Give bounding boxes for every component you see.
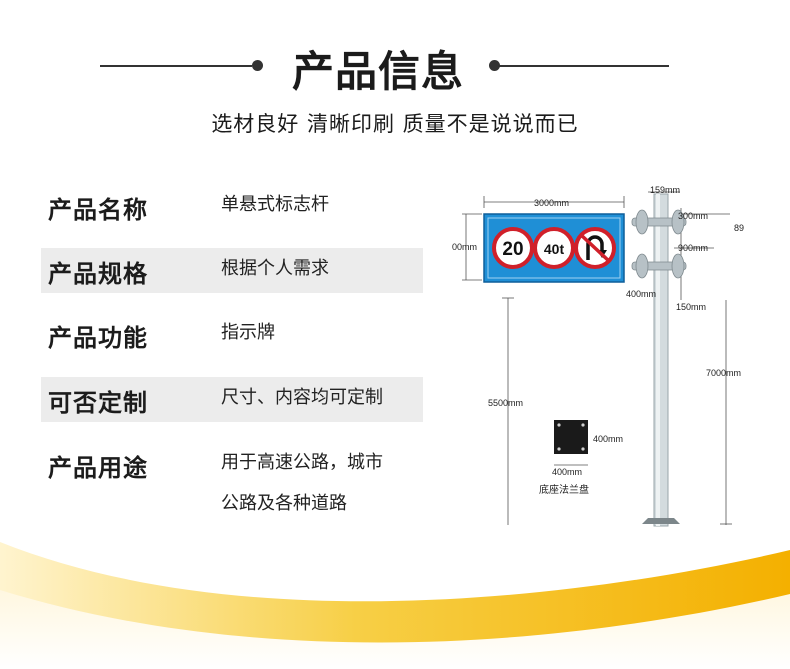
dim-arm-gap-label: 900mm xyxy=(678,243,708,253)
sign-border xyxy=(487,217,621,279)
dim-pole-top-label: 159mm xyxy=(650,185,680,195)
page-title: 产品信息 xyxy=(291,47,464,96)
sign-pole-diagram: 20 40t 3000mm 159mm 300mm 89 00mm 900mm … xyxy=(452,185,744,527)
weight-limit-label: 40t xyxy=(544,241,565,257)
prohibition-slash xyxy=(578,232,612,264)
spec-row-size: 产品规格 根据个人需求 xyxy=(41,248,423,293)
dim-clearance-label: 5500mm xyxy=(488,398,523,408)
spec-key: 产品用途 xyxy=(48,454,148,482)
spec-key: 产品功能 xyxy=(48,324,148,352)
spec-value: 根据个人需求 xyxy=(221,258,329,279)
dim-bracket-label: 400mm xyxy=(626,289,656,299)
bottom-wave xyxy=(0,542,790,669)
spec-value: 尺寸、内容均可定制 xyxy=(221,387,383,408)
spec-key: 产品名称 xyxy=(48,196,148,224)
dim-height-label: 00mm xyxy=(452,242,477,252)
spec-row-function: 产品功能 指示牌 xyxy=(41,312,423,357)
dim-width-label: 3000mm xyxy=(534,198,569,208)
title-row: 产品信息 xyxy=(0,36,790,96)
spec-row-name: 产品名称 单悬式标志杆 xyxy=(41,184,423,229)
dim-plate-w-label: 400mm xyxy=(552,467,582,477)
spec-value: 指示牌 xyxy=(221,322,275,343)
dim-bracket2-label: 150mm xyxy=(676,302,706,312)
dimension-lines xyxy=(462,191,732,525)
title-dot-left xyxy=(252,60,263,71)
flange-plate-label: 底座法兰盘 xyxy=(539,483,589,496)
spec-row-custom: 可否定制 尺寸、内容均可定制 xyxy=(41,377,423,422)
spec-value: 单悬式标志杆 xyxy=(221,194,329,215)
dim-pole-total-label: 7000mm xyxy=(706,368,741,378)
spec-key: 可否定制 xyxy=(48,389,148,417)
dim-right-label: 89 xyxy=(734,223,744,233)
spec-value-line: 公路及各种道路 xyxy=(221,493,347,514)
pole-highlight xyxy=(656,194,660,526)
spec-row-usage: 产品用途 用于高速公路，城市 公路及各种道路 xyxy=(41,442,423,532)
speed-limit-label: 20 xyxy=(502,239,523,260)
dim-plate-h-label: 400mm xyxy=(593,434,623,444)
page-subtitle: 选材良好 清晰印刷 质量不是说说而已 xyxy=(211,112,579,136)
title-divider-right xyxy=(499,65,669,67)
weight-limit-sign xyxy=(533,227,575,269)
title-dot-right xyxy=(489,60,500,71)
spec-value: 用于高速公路，城市 公路及各种道路 xyxy=(221,442,383,524)
title-divider-left xyxy=(100,65,252,67)
dim-arm-label: 300mm xyxy=(678,211,708,221)
sign-arms xyxy=(631,209,687,279)
spec-key: 产品规格 xyxy=(48,260,148,288)
spec-value-line: 用于高速公路，城市 xyxy=(221,452,383,473)
speed-limit-sign xyxy=(492,227,534,269)
pole-base xyxy=(642,518,680,524)
